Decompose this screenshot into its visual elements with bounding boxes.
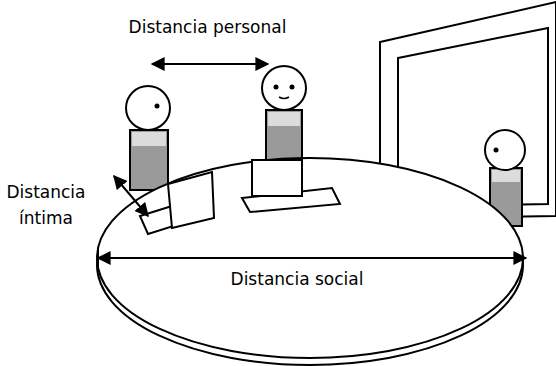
laptop-screen [252, 160, 302, 196]
person-body [130, 130, 168, 190]
intimate-distance-arrow [114, 176, 148, 216]
distance-label: Distancia íntima [0, 179, 92, 231]
person-collar [492, 170, 520, 182]
arrow-tick [97, 248, 99, 268]
person-eye [155, 104, 160, 109]
laptop-screen [168, 172, 214, 228]
person-mouth [279, 97, 289, 99]
person-collar [132, 132, 166, 146]
person-eye [274, 85, 279, 90]
distance-label: Distancia personal [100, 14, 315, 40]
distance-label: Distancia social [202, 266, 392, 292]
person-head [262, 66, 306, 110]
person-eye [290, 85, 295, 90]
personal-distance-arrow [152, 63, 268, 65]
person-head [126, 86, 170, 130]
person-eye [494, 148, 499, 153]
person-head [485, 130, 525, 170]
social-distance-arrow [98, 257, 526, 259]
person-collar [268, 112, 300, 126]
